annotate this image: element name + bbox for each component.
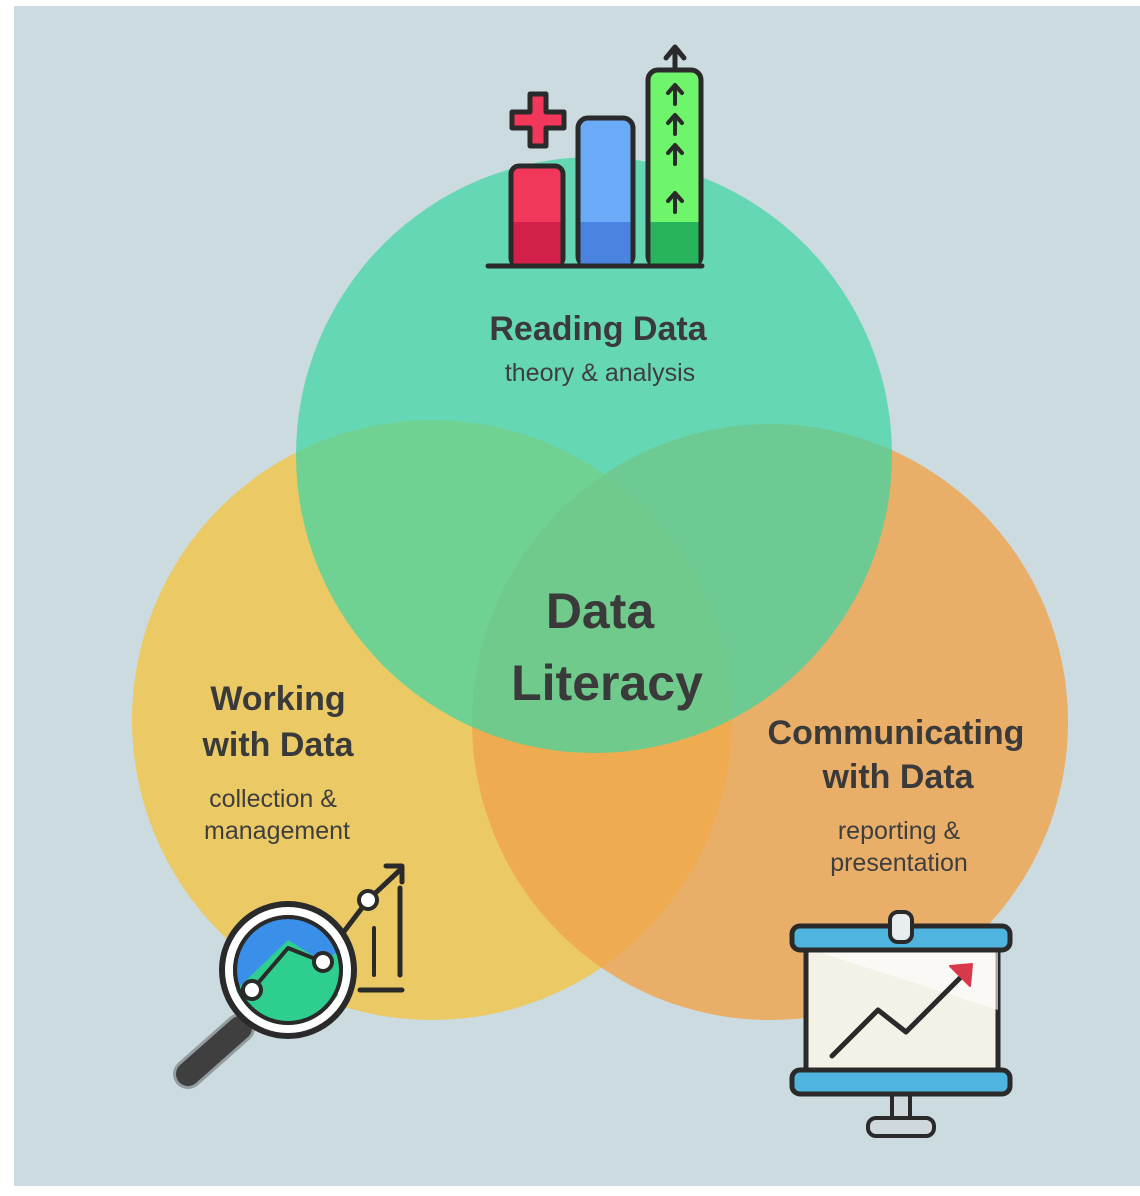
working-subtitle-line2: management <box>204 817 350 845</box>
communicating-subtitle-line1: reporting & <box>838 817 961 845</box>
bar-chart-growth-icon <box>485 44 705 269</box>
presentation-board-icon <box>789 910 1013 1138</box>
working-subtitle-line1: collection & <box>209 785 337 813</box>
working-title-line2: with Data <box>201 726 354 764</box>
reading-circle <box>296 157 892 753</box>
communicating-title-line1: Communicating <box>768 714 1025 752</box>
center-title-line2: Literacy <box>511 655 703 711</box>
magnifier-chart-icon <box>173 863 405 1089</box>
center-title-line1: Data <box>546 583 656 639</box>
working-title-line1: Working <box>210 680 345 718</box>
communicating-title-line2: with Data <box>821 758 974 796</box>
communicating-subtitle-line2: presentation <box>830 849 968 877</box>
reading-title: Reading Data <box>489 310 707 348</box>
reading-subtitle: theory & analysis <box>505 359 695 387</box>
